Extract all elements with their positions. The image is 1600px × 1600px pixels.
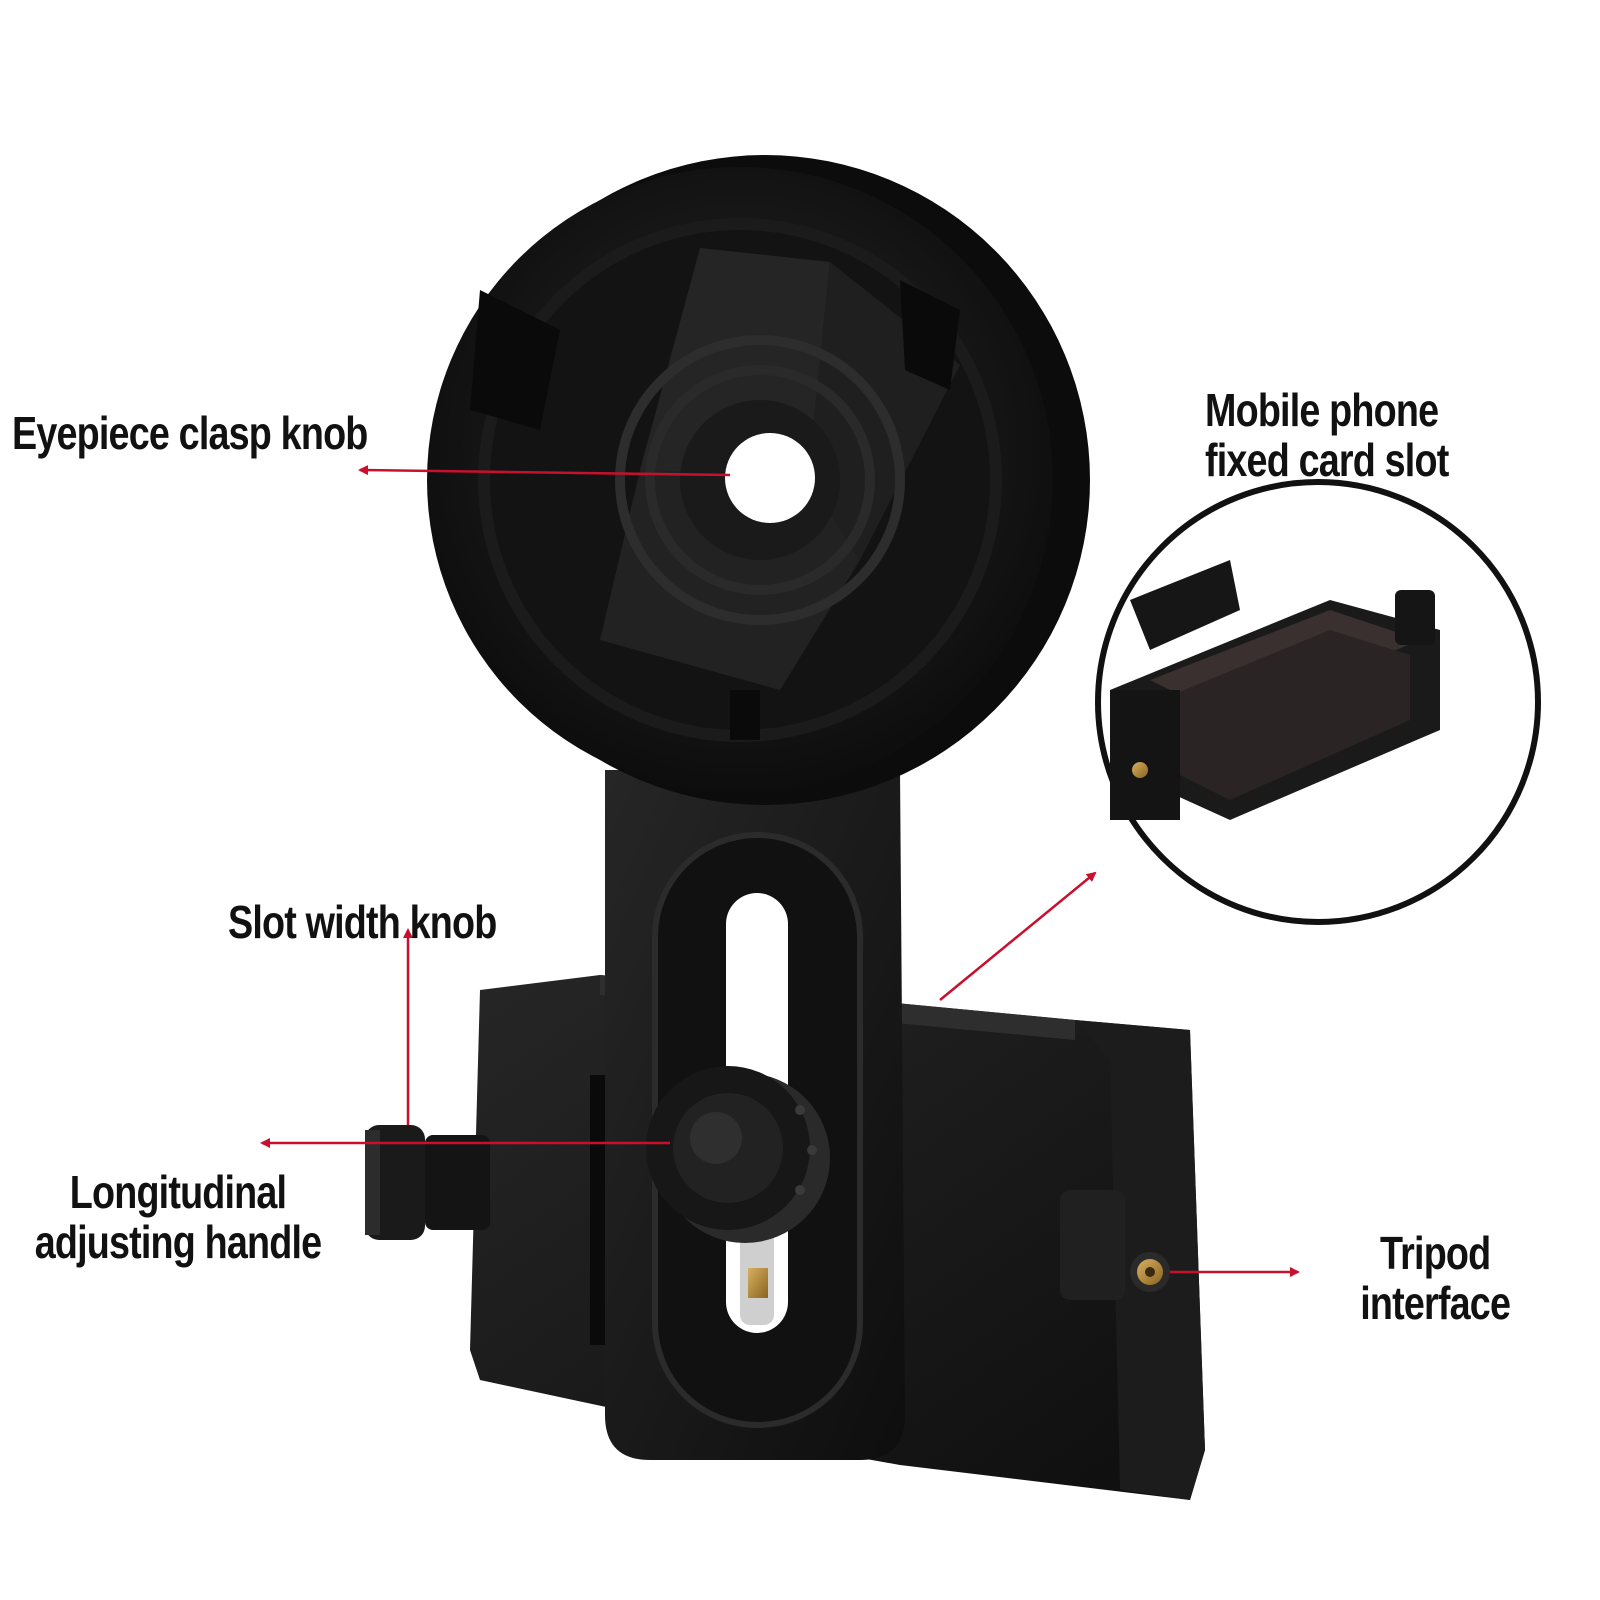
label-line: interface bbox=[1360, 1277, 1511, 1329]
card-slot-inset bbox=[1095, 479, 1541, 925]
label-line: Tripod bbox=[1380, 1227, 1491, 1279]
eyepiece-ring bbox=[427, 155, 1090, 805]
label-line: fixed card slot bbox=[1205, 434, 1449, 486]
label-longitudinal-adjusting-handle: Longitudinal adjusting handle bbox=[14, 1167, 342, 1267]
arrow-eyepiece bbox=[358, 465, 731, 477]
label-line: adjusting handle bbox=[34, 1216, 322, 1268]
callout-arrows bbox=[260, 465, 1300, 1277]
label-slot-width-knob: Slot width knob bbox=[228, 896, 497, 948]
label-line: Mobile phone bbox=[1205, 384, 1439, 436]
slot-width-knob bbox=[646, 1066, 830, 1243]
arrow-card-slot bbox=[939, 871, 1097, 1001]
label-eyepiece-clasp-knob: Eyepiece clasp knob bbox=[12, 407, 368, 459]
longitudinal-handle-knob bbox=[365, 1125, 490, 1240]
label-line: Longitudinal bbox=[69, 1166, 287, 1218]
tripod-interface bbox=[1130, 1252, 1170, 1292]
label-tripod-interface: Tripod interface bbox=[1345, 1228, 1525, 1328]
label-mobile-phone-card-slot: Mobile phone fixed card slot bbox=[1205, 384, 1449, 486]
